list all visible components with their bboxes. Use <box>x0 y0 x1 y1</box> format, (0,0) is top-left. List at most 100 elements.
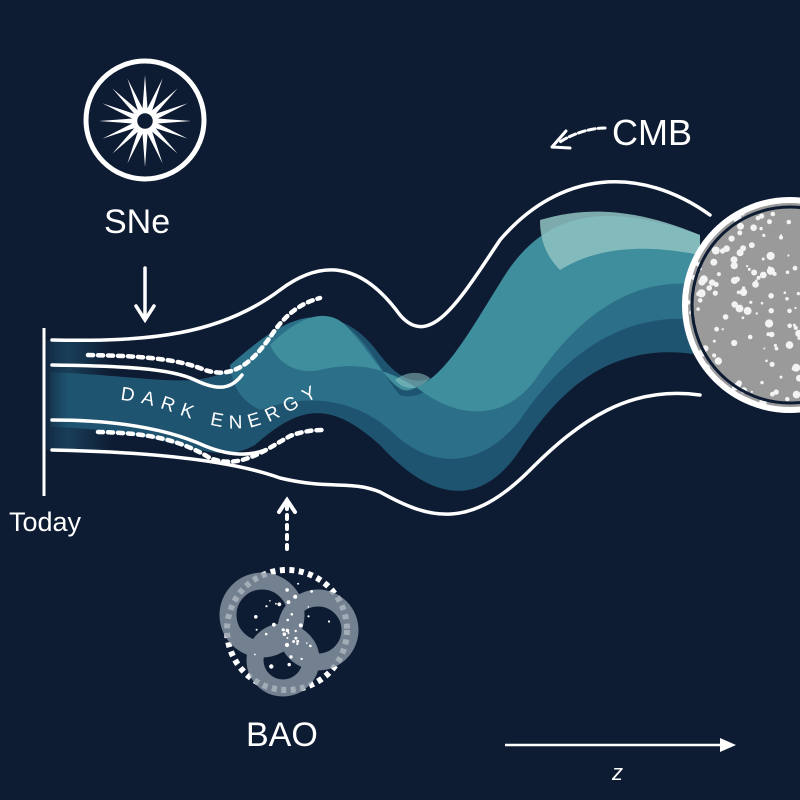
sphere-speckle <box>696 307 700 311</box>
sphere-speckle <box>756 275 761 280</box>
sphere-speckle <box>697 298 703 303</box>
sphere-speckle <box>702 390 709 397</box>
sphere-speckle <box>779 375 783 379</box>
speckled-sphere-icon <box>685 200 800 410</box>
bao-galaxy-dot <box>285 588 289 592</box>
sphere-speckle <box>711 280 715 283</box>
bao-galaxy-dot <box>255 628 258 631</box>
bao-galaxy-dot <box>254 653 256 656</box>
bao-galaxy-dot <box>297 582 300 585</box>
sphere-speckle <box>792 363 800 372</box>
sphere-speckle <box>731 339 738 347</box>
sphere-speckle <box>714 326 719 332</box>
bao-galaxy-dot <box>284 642 290 648</box>
sphere-speckle <box>778 235 784 240</box>
sphere-speckle <box>796 291 800 296</box>
sphere-speckle <box>770 211 776 217</box>
inner-line-bottom-dotted <box>95 427 325 464</box>
sphere-speckle <box>737 230 743 236</box>
bao-galaxy-dot <box>275 602 277 605</box>
sphere-speckle <box>712 339 716 343</box>
sphere-speckle <box>796 374 800 382</box>
bao-galaxy-dot <box>285 628 289 632</box>
inner-tube <box>50 295 325 464</box>
bao-galaxy-dot <box>282 629 285 632</box>
sphere-speckle <box>714 357 722 365</box>
sphere-speckle <box>768 308 774 314</box>
sphere-speckle <box>702 233 705 236</box>
sphere-speckle <box>748 242 755 249</box>
sphere-speckle <box>736 249 744 257</box>
bao-galaxy-dot <box>292 640 296 643</box>
sphere-speckle <box>774 346 779 351</box>
sphere-speckle <box>759 213 765 219</box>
sphere-speckle <box>712 290 718 296</box>
bao-galaxy-dot <box>327 620 331 623</box>
stream-layer-highlight <box>540 211 700 270</box>
sphere-speckle <box>730 256 738 264</box>
sphere-speckle <box>711 261 716 266</box>
sphere-speckle <box>766 266 775 275</box>
sphere-speckle <box>706 285 712 291</box>
outer-boundary-bottom <box>50 391 702 516</box>
sphere-speckle <box>787 254 790 257</box>
sphere-speckle <box>695 212 699 216</box>
sphere-speckle <box>792 390 800 399</box>
bao-galaxy-dot <box>290 613 294 616</box>
sphere-speckle <box>750 224 757 231</box>
bao-galaxy-dot <box>277 602 282 607</box>
bao-galaxy-dot <box>269 600 271 602</box>
sphere-speckle <box>741 316 745 320</box>
outer-boundary-top <box>50 180 712 343</box>
outer-boundaries <box>50 180 712 516</box>
sphere-speckle <box>760 380 764 385</box>
sphere-speckle <box>773 343 778 348</box>
sphere-speckle <box>768 293 774 299</box>
sphere-speckle <box>770 391 775 397</box>
redshift-axis-label: z <box>612 760 623 785</box>
sphere-speckle <box>703 200 711 205</box>
sphere-speckle <box>740 290 747 296</box>
sphere-speckle <box>749 300 753 304</box>
sphere-speckle <box>743 306 752 315</box>
bao-galaxy-dot <box>298 623 303 628</box>
sphere-speckle <box>750 390 754 393</box>
bao-galaxy-dot <box>272 622 276 627</box>
sphere-speckle <box>686 356 692 362</box>
inner-line-top-dotted <box>85 295 323 375</box>
sne-arrow <box>134 266 156 324</box>
bao-galaxy-dot <box>309 644 312 648</box>
bao-galaxy-dot <box>307 615 310 618</box>
bao-galaxy-dot <box>293 594 298 599</box>
inner-line-bottom-solid <box>50 418 267 456</box>
sphere-speckle <box>698 385 705 392</box>
sphere-speckle <box>687 362 693 368</box>
starburst-icon <box>83 58 207 182</box>
sphere-speckle <box>765 359 768 363</box>
sphere-speckle <box>766 332 771 337</box>
bao-label: BAO <box>246 716 318 754</box>
sphere-speckle <box>786 219 792 225</box>
sphere-speckle <box>702 228 707 233</box>
cmb-sphere <box>682 197 800 413</box>
sphere-speckle <box>755 279 758 283</box>
sphere-speckle <box>759 271 767 279</box>
sphere-speckle <box>717 200 723 203</box>
sphere-speckle <box>735 304 744 313</box>
sphere-speckle <box>794 306 797 310</box>
sphere-speckle <box>755 312 758 315</box>
sphere-speckle <box>713 208 718 213</box>
sphere-speckle <box>766 251 775 261</box>
bao-galaxy-dot <box>286 600 291 604</box>
sphere-speckle <box>793 325 798 330</box>
sphere-speckle <box>731 301 738 308</box>
sphere-speckle <box>765 319 774 328</box>
sphere-speckle <box>746 265 749 268</box>
sphere-speckle <box>768 266 771 269</box>
sphere-speckle <box>741 286 746 290</box>
sphere-speckle <box>685 402 692 409</box>
bao-galaxy-dot <box>307 606 310 608</box>
sphere-speckle <box>719 248 726 254</box>
sphere-speckle <box>767 219 772 225</box>
bao-galaxy-dot <box>286 618 290 622</box>
